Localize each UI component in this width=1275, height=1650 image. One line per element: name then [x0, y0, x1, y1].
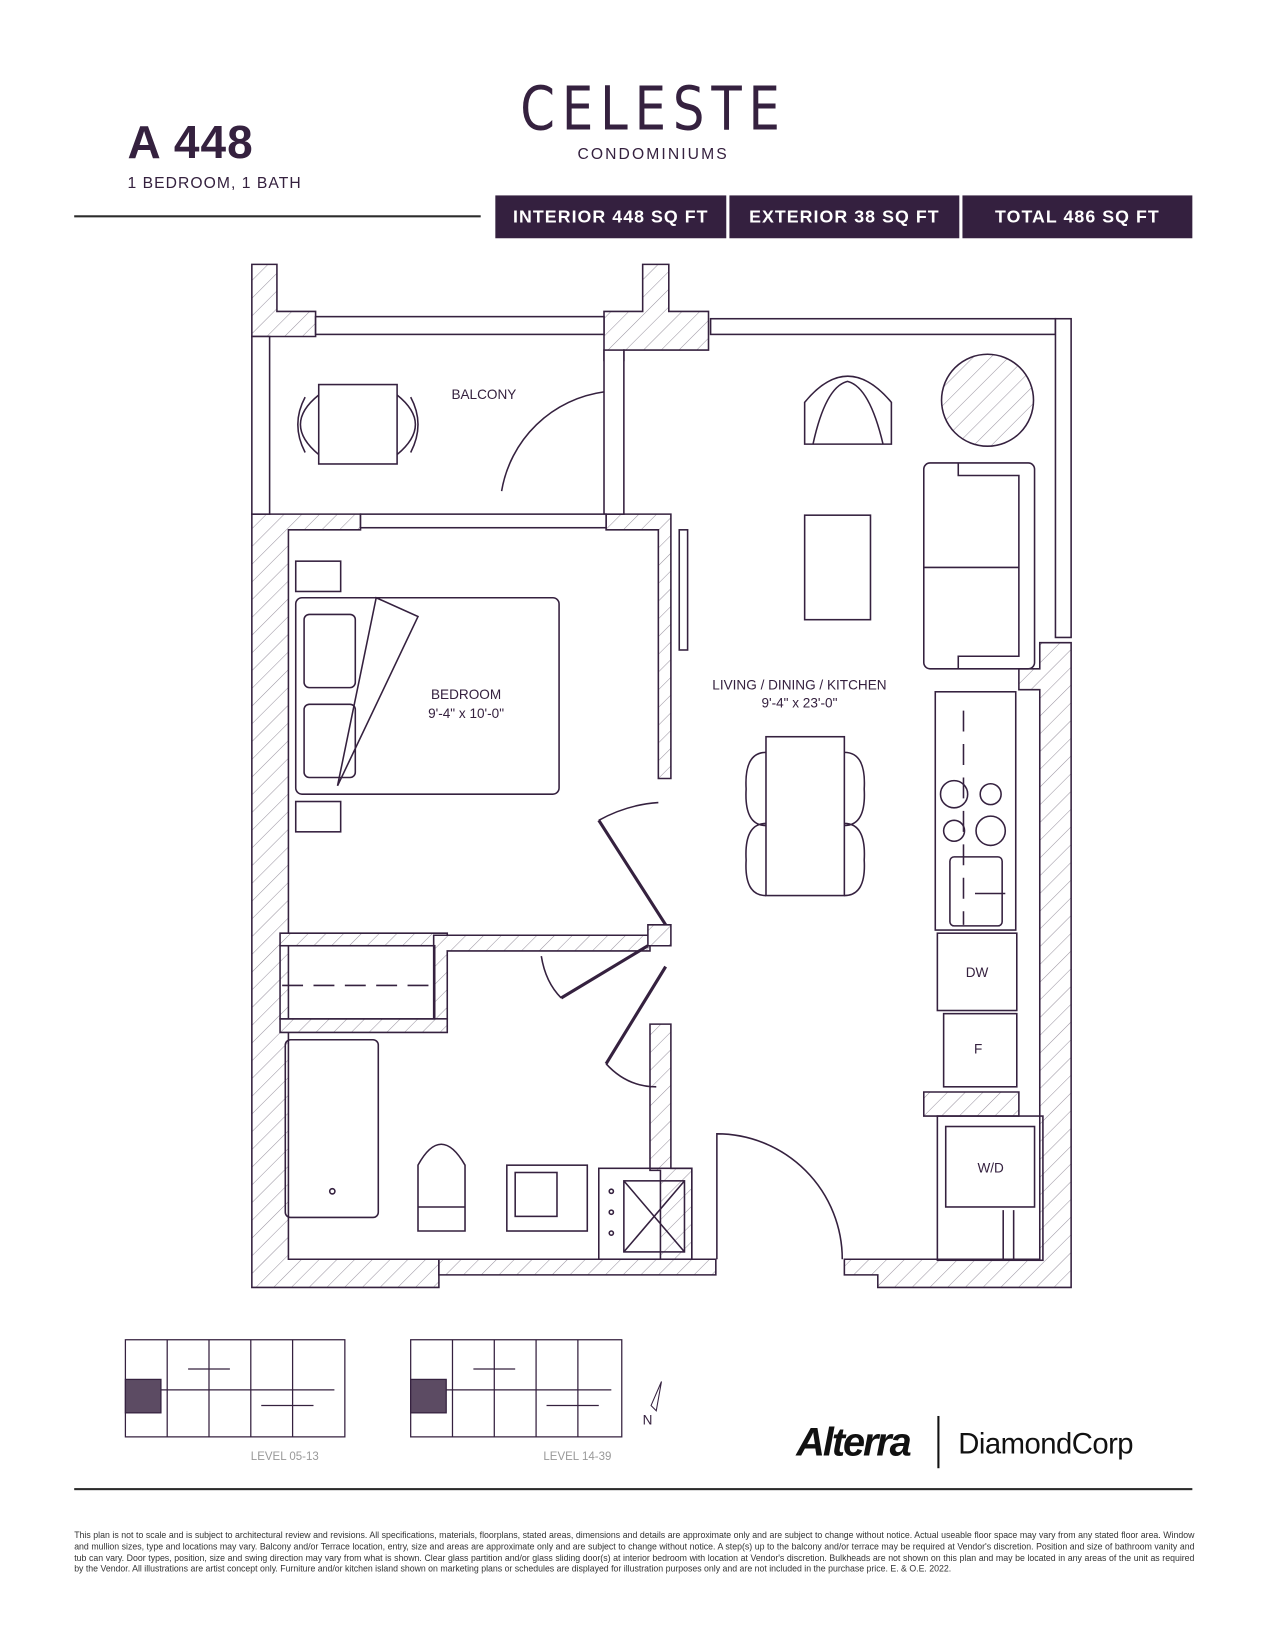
furniture: [279, 353, 1044, 1262]
keyplan-label: LEVEL 05-13: [250, 1450, 319, 1463]
balcony-table: [317, 383, 398, 465]
windows: [251, 315, 1072, 651]
living-dims: 9'-4" x 23'-0": [761, 695, 837, 710]
disclaimer: This plan is not to scale and is subject…: [74, 1529, 1195, 1575]
brand-subtitle: CONDOMINIUMS: [577, 145, 729, 164]
divider: [74, 1488, 1193, 1491]
logo-divider: [937, 1415, 940, 1469]
diamondcorp-logo: DiamondCorp: [958, 1427, 1134, 1460]
toilet: [417, 1143, 466, 1232]
bifold-door: [597, 819, 667, 926]
sofa: [922, 462, 1036, 670]
plan-labels: BALCONY BEDROOM 9'-4" x 10'-0" LIVING / …: [428, 387, 1004, 1175]
washer-dryer-label: W/D: [977, 1160, 1004, 1175]
living-label: LIVING / DINING / KITCHEN: [712, 678, 886, 693]
north-arrow-icon: [650, 1381, 662, 1412]
round-table: [940, 353, 1035, 447]
alterra-logo: Alterra: [796, 1421, 911, 1466]
coffee-table: [803, 514, 872, 621]
fridge: [942, 1012, 1018, 1088]
entry-door: [716, 1133, 844, 1260]
divider: [74, 215, 481, 218]
nightstand: [294, 560, 342, 593]
keyplan-label: LEVEL 14-39: [543, 1450, 612, 1463]
bathtub: [284, 1038, 380, 1219]
bed-sheet: [336, 596, 420, 787]
total-area-badge: TOTAL 486 SQ FT: [962, 195, 1193, 239]
unit-type: 1 BEDROOM, 1 BATH: [127, 174, 302, 193]
exterior-area-badge: EXTERIOR 38 SQ FT: [729, 195, 960, 239]
bedroom-dims: 9'-4" x 10'-0": [428, 706, 504, 721]
bedroom-label: BEDROOM: [431, 687, 501, 702]
bed: [294, 596, 560, 795]
keyplan-level-14-39: [410, 1339, 623, 1438]
fridge-label: F: [974, 1041, 982, 1056]
kitchen-counter: [934, 691, 1017, 931]
north-label: N: [643, 1412, 653, 1427]
keyplan-level-05-13: [124, 1339, 346, 1438]
dishwasher-label: DW: [966, 965, 989, 980]
armchair: [803, 375, 893, 445]
dining-table: [765, 735, 846, 897]
dishwasher: [936, 932, 1018, 1012]
nightstand: [294, 800, 342, 833]
interior-area-badge: INTERIOR 448 SQ FT: [495, 195, 727, 239]
vanity: [506, 1164, 589, 1232]
shower: [598, 1167, 693, 1261]
closet: [279, 944, 436, 1020]
kitchen-sink: [949, 856, 1003, 927]
balcony-door-swing: [500, 391, 605, 492]
unit-name: A 448: [127, 117, 254, 169]
brand-logo: CELESTE: [520, 73, 787, 145]
washer-dryer: [936, 1115, 1044, 1262]
balcony-label: BALCONY: [451, 387, 516, 402]
